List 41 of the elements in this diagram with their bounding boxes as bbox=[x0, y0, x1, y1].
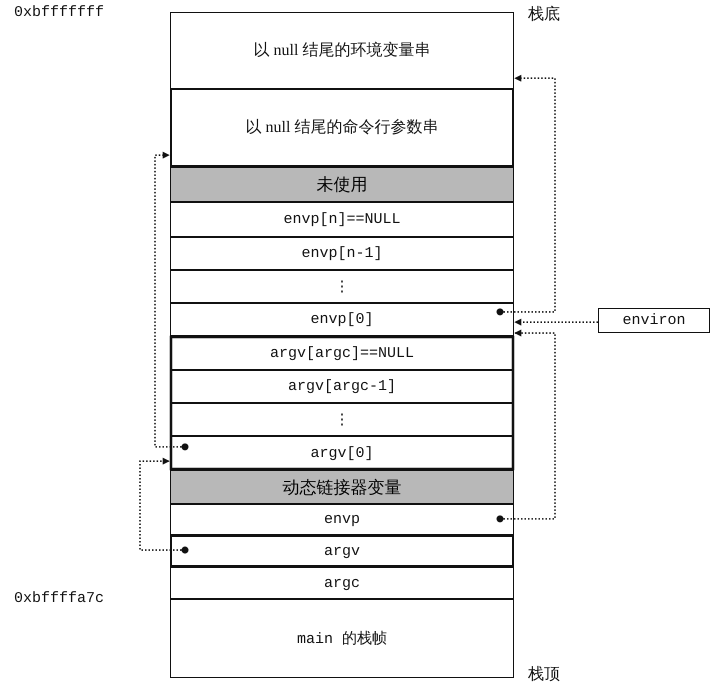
stack-slot bbox=[170, 599, 514, 678]
shaded-stack-slot bbox=[170, 470, 514, 504]
pointer-arrow bbox=[496, 74, 556, 316]
stack-slot bbox=[170, 237, 514, 270]
stack-slot bbox=[170, 303, 514, 336]
pointer-arrow bbox=[154, 152, 188, 450]
slot-text: envp[n-1] bbox=[301, 245, 382, 262]
slot-text: envp[0] bbox=[310, 311, 374, 328]
stack-slot bbox=[170, 88, 514, 167]
slot-label: 动态链接器变量 bbox=[282, 476, 402, 498]
slot-text: 以 null 结尾的命令行参数串 bbox=[246, 118, 438, 138]
address-label: 0xbffffa7c bbox=[14, 590, 104, 607]
pointer-arrow bbox=[514, 318, 598, 326]
slot-text: argv[argc]==NULL bbox=[270, 344, 414, 362]
stack-bottom-label: 栈底 bbox=[528, 4, 560, 25]
pointer-arrow bbox=[139, 458, 188, 554]
stack-slot bbox=[170, 535, 514, 567]
slot-text: argv[argc-1] bbox=[288, 378, 396, 395]
variable-box bbox=[598, 308, 710, 333]
slot-text: argc bbox=[324, 574, 360, 592]
slot-text: 以 null 结尾的环境变量串 bbox=[254, 40, 430, 61]
shaded-stack-slot bbox=[170, 167, 514, 202]
slot-text: envp bbox=[324, 511, 360, 528]
slot-text: envp[n]==NULL bbox=[283, 211, 401, 228]
stack-slot bbox=[170, 567, 514, 599]
stack-slot bbox=[170, 504, 514, 535]
slot-text: argv bbox=[324, 542, 360, 560]
stack-slot bbox=[170, 370, 514, 403]
stack-slot bbox=[170, 12, 514, 89]
slot-text: ⋮ bbox=[334, 278, 350, 296]
stack-slot bbox=[170, 270, 514, 303]
stack-slot bbox=[170, 403, 514, 436]
slot-label: 未使用 bbox=[316, 174, 368, 196]
pointer-arrow bbox=[496, 330, 556, 522]
slot-text: argv[0] bbox=[310, 444, 374, 462]
stack-top-label: 栈顶 bbox=[528, 664, 560, 685]
slot-text: environ bbox=[622, 312, 686, 329]
slot-text: ⋮ bbox=[334, 411, 350, 429]
slot-text: main 的栈帧 bbox=[296, 630, 387, 648]
address-label: 0xbfffffff bbox=[14, 4, 104, 21]
stack-slot bbox=[170, 202, 514, 237]
